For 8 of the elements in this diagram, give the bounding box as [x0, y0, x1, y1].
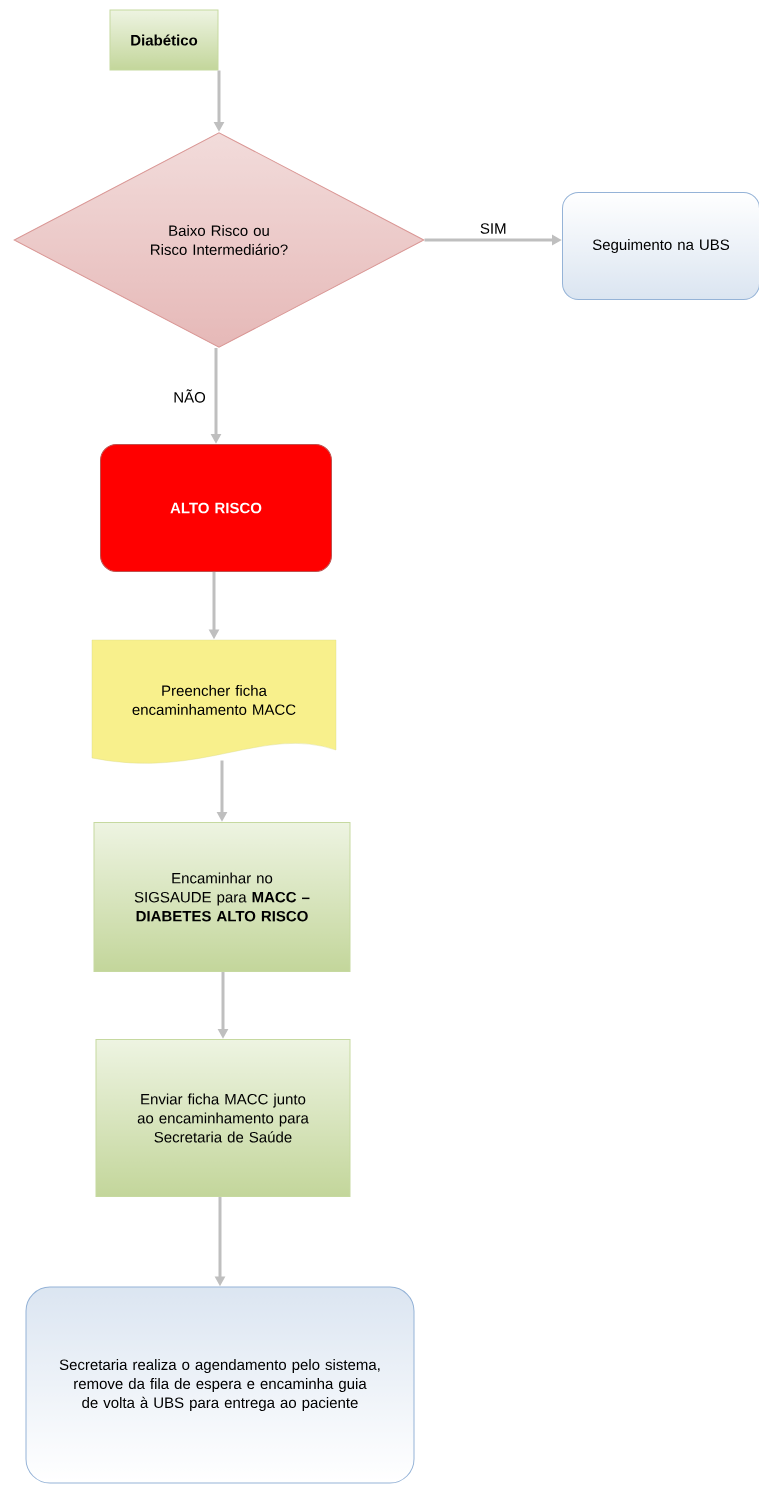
process-box: Encaminhar no SIGSAUDE para MACC – DIABETES ALTO RISCO	[93, 822, 351, 972]
process-box: Seguimento na UBS	[562, 192, 759, 300]
process-box: Secretaria realiza o agendamento pelo sistema, remove da fila de espera e encaminha guia de volta à UBS para entrega ao paciente	[25, 1286, 415, 1484]
edge-label: SIM	[477, 221, 509, 236]
process-box: ALTO RISCO	[100, 444, 332, 572]
edge-label: NÃO	[171, 387, 208, 405]
process-box: Diabético	[109, 9, 219, 71]
process-box: Enviar ficha MACC junto ao encaminhamento para Secretaria de Saúde	[95, 1039, 351, 1197]
